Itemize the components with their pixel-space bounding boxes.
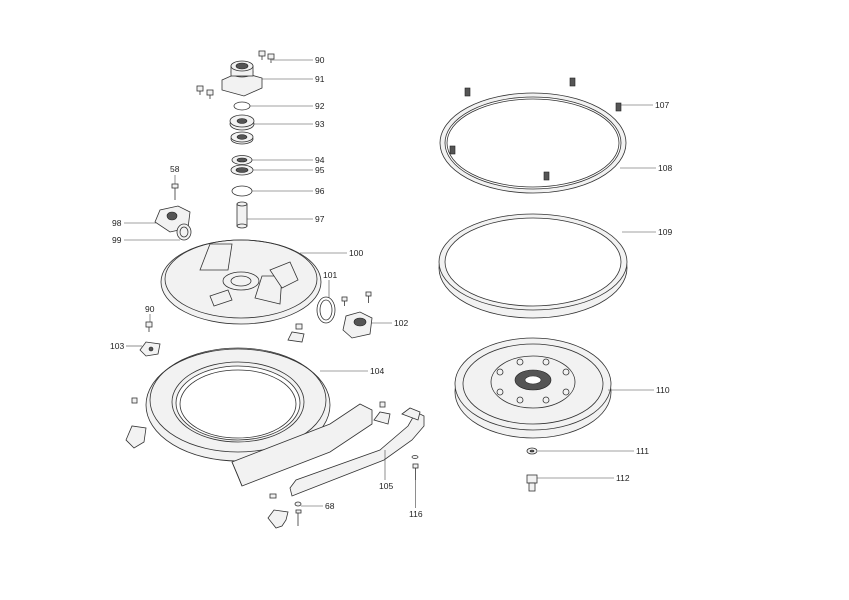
callout-98: 98 [112,218,122,228]
callout-103: 103 [110,341,124,351]
frame-extension [231,403,373,487]
circlip-96 [231,185,253,197]
shaft-97 [236,201,248,229]
callout-91: 91 [315,74,325,84]
callout-92: 92 [315,101,325,111]
parts-68 [267,493,302,529]
arm-105 [289,401,425,497]
bracket-103 [139,341,161,357]
callout-96: 96 [315,186,325,196]
bearing-housing-91 [221,60,263,97]
screws-102 [341,291,372,306]
callout-101: 101 [323,270,337,280]
washer-111 [526,447,538,455]
callout-labels: 90 91 92 93 94 95 96 97 58 98 99 100 101… [110,55,672,519]
callout-109: 109 [658,227,672,237]
bolt-112 [526,474,538,492]
callout-100: 100 [349,248,363,258]
callout-90-top: 90 [315,55,325,65]
tub-cover-100 [160,239,322,325]
callout-99: 99 [112,235,122,245]
callout-116: 116 [409,509,423,519]
screw-58 [171,183,179,200]
left-bracket-104 [125,397,147,449]
ring-108 [439,92,627,194]
callout-112: 112 [616,473,630,483]
callout-97: 97 [315,214,325,224]
leader-lines [124,59,656,508]
small-bracket-top [287,323,305,343]
screw-90-left [145,321,153,332]
circlip-92 [233,101,251,111]
bearing-93 [229,114,255,145]
callout-102: 102 [394,318,408,328]
clamp-102 [342,311,373,339]
callout-90-left: 90 [145,304,155,314]
callout-93: 93 [315,119,325,129]
callout-68: 68 [325,501,335,511]
drum-base-110 [454,337,612,439]
seal-94-95 [230,155,254,176]
gasket-101 [316,296,336,324]
callout-111: 111 [636,446,649,456]
ring-109 [438,213,628,319]
callout-105: 105 [379,481,393,491]
tub-ring-104 [145,347,331,462]
callout-104: 104 [370,366,384,376]
callout-95: 95 [315,165,325,175]
callout-108: 108 [658,163,672,173]
screws-90-top [196,50,275,99]
callout-94: 94 [315,155,325,165]
callout-110: 110 [656,385,670,395]
callout-58: 58 [170,164,180,174]
springs-107 [449,77,622,181]
callout-107: 107 [655,100,669,110]
pin-116 [411,455,419,480]
seal-99 [176,223,192,241]
